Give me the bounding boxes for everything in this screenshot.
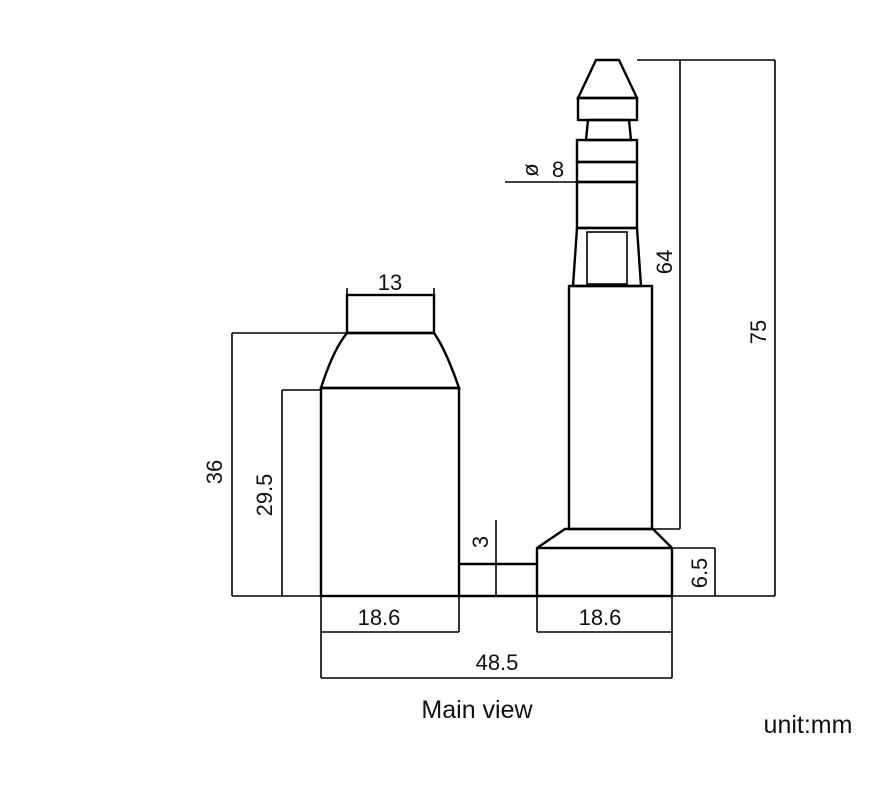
dim-total-height: 75: [746, 320, 771, 344]
dim-overall-width: 48.5: [476, 650, 519, 675]
dim-gap: 3: [468, 536, 493, 548]
dim-pin-height: 64: [652, 250, 677, 274]
dim-right-base-width: 18.6: [579, 605, 622, 630]
diameter-symbol: ø: [518, 163, 543, 176]
unit-label: unit:mm: [764, 711, 853, 739]
dimension-lines: [231, 59, 776, 679]
dim-left-base-width: 18.6: [358, 605, 401, 630]
bolt-part: [535, 58, 674, 598]
dim-left-total-height: 36: [202, 460, 227, 484]
connecting-rod: [459, 562, 537, 598]
barrel-part: [319, 293, 461, 598]
caption-main-view: Main view: [421, 696, 533, 724]
dim-top-width: 13: [378, 270, 402, 295]
dim-pin-diameter: 8: [552, 157, 564, 182]
dim-left-body-height: 29.5: [252, 474, 277, 517]
dim-base-height: 6.5: [687, 558, 712, 589]
